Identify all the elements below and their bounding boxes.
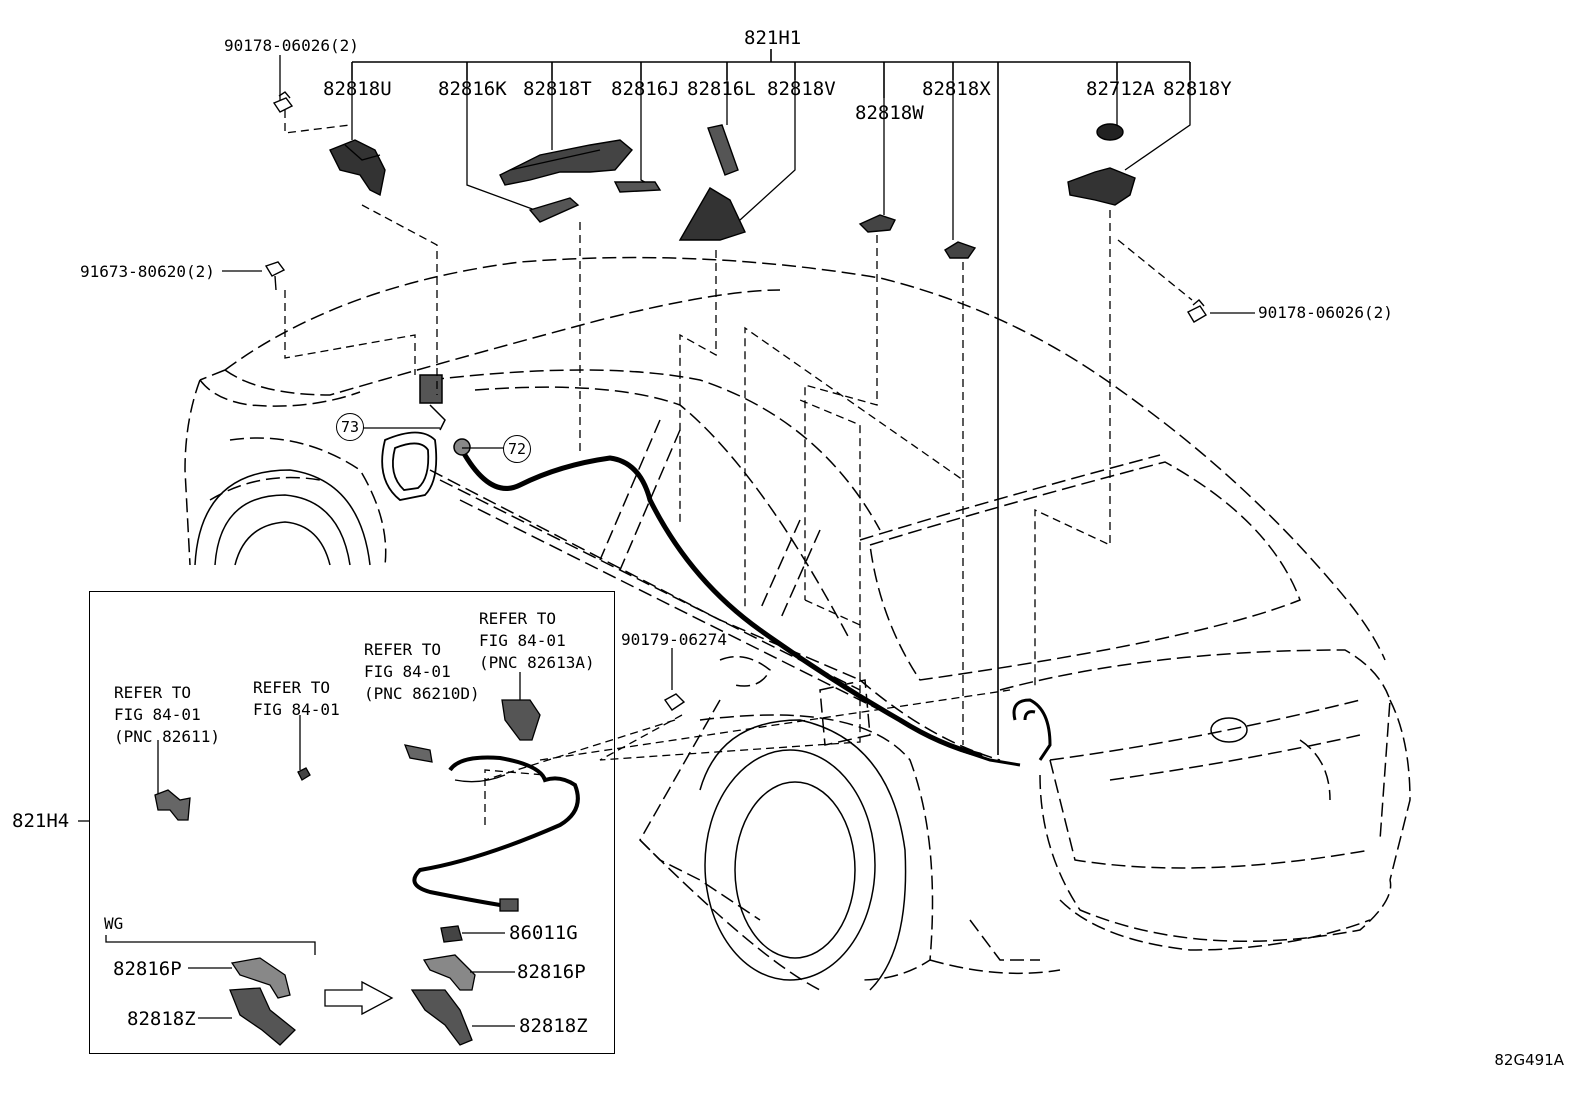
inset-frame-821H4 — [89, 591, 615, 1054]
label-82816J: 82816J — [611, 78, 680, 100]
note-refer-84-01: REFER TO FIG 84-01 — [253, 678, 340, 719]
label-90178-top: 90178-06026(2) — [224, 36, 359, 55]
label-82816K: 82816K — [438, 78, 507, 100]
part-82816J — [613, 181, 662, 193]
label-82816P-left: 82816P — [113, 958, 182, 980]
part-82816L — [707, 124, 739, 176]
label-82816L: 82816L — [687, 78, 756, 100]
side-mirror — [381, 431, 438, 501]
label-91673-bolt: 91673-80620(2) — [80, 262, 215, 281]
part-82818W — [858, 214, 896, 233]
part-91673-bolt — [264, 261, 286, 291]
part-82818V — [678, 187, 746, 241]
assembly-821H1-bracket — [351, 49, 1191, 755]
part-90179-clip — [663, 693, 686, 711]
label-90178-right: 90178-06026(2) — [1258, 303, 1393, 322]
note-refer-82613A: REFER TO FIG 84-01 (PNC 82613A) — [479, 609, 595, 672]
part-90178-clip-right — [1187, 299, 1207, 323]
label-86011G: 86011G — [509, 922, 578, 944]
roof-harness — [459, 447, 983, 758]
diagram-id: 82G491A — [1494, 1051, 1564, 1069]
label-82818U: 82818U — [323, 78, 392, 100]
vehicle-outline — [184, 256, 1411, 991]
harness-clamps-front — [419, 374, 471, 456]
part-82818U — [329, 139, 386, 197]
label-wg: WG — [104, 914, 124, 933]
rear-wheel — [699, 719, 907, 991]
part-82818X — [944, 241, 977, 259]
label-821H1: 821H1 — [744, 27, 802, 49]
label-82818Z-right: 82818Z — [519, 1015, 588, 1037]
label-82818W: 82818W — [855, 102, 924, 124]
ref-circle-72: 72 — [503, 435, 531, 463]
part-82816K — [528, 197, 580, 223]
label-821H4: 821H4 — [12, 810, 70, 832]
note-refer-82611: REFER TO FIG 84-01 (PNC 82611) — [114, 683, 220, 746]
part-82818T — [499, 139, 633, 186]
part-90178-clip-top — [272, 91, 294, 113]
front-wheel — [194, 469, 371, 566]
label-82818V: 82818V — [767, 78, 836, 100]
label-90179: 90179-06274 — [621, 630, 727, 649]
label-82818Z-left: 82818Z — [127, 1008, 196, 1030]
label-82712A: 82712A — [1086, 78, 1155, 100]
rear-harness — [959, 698, 1052, 767]
ref-circle-73: 73 — [336, 413, 364, 441]
label-82818X: 82818X — [922, 78, 991, 100]
part-82818Y — [1067, 167, 1136, 206]
emblem — [1210, 717, 1248, 743]
leader-lines — [284, 110, 1193, 825]
note-refer-86210D: REFER TO FIG 84-01 (PNC 86210D) — [364, 640, 480, 703]
label-82818Y: 82818Y — [1163, 78, 1232, 100]
inset-parts — [105, 672, 580, 1046]
label-82818T: 82818T — [523, 78, 592, 100]
part-82712A — [1096, 123, 1124, 141]
label-82816P-right: 82816P — [517, 961, 586, 983]
